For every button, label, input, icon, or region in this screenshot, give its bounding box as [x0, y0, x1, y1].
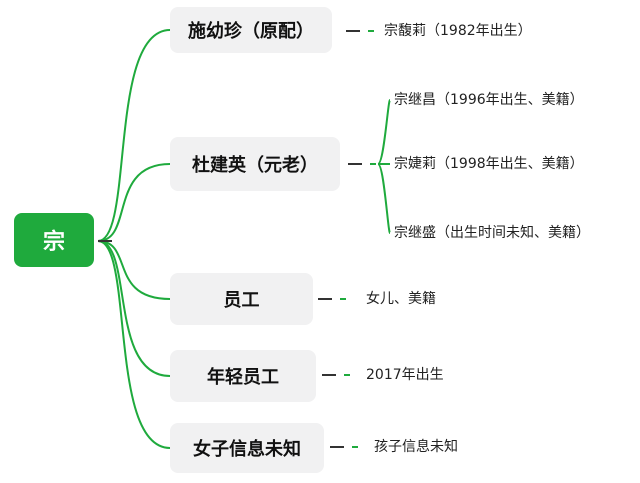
- branch-link-dash: [368, 30, 374, 32]
- root-branch-curve: [97, 240, 171, 377]
- leaf-node[interactable]: 女儿、美籍: [366, 291, 436, 307]
- branch-collapse-icon[interactable]: [348, 163, 362, 165]
- leaf-node[interactable]: 孩子信息未知: [374, 439, 458, 455]
- leaf-node[interactable]: 2017年出生: [366, 367, 444, 383]
- leaf-node[interactable]: 宗婕莉（1998年出生、美籍）: [394, 156, 584, 172]
- branch-link-dash: [352, 446, 358, 448]
- branch-node-shi[interactable]: 施幼珍（原配）: [170, 7, 332, 53]
- branch-node-unknown-woman[interactable]: 女子信息未知: [170, 423, 324, 473]
- branch-collapse-icon[interactable]: [322, 374, 336, 376]
- root-branch-curve: [97, 163, 171, 242]
- leaf-node[interactable]: 宗继昌（1996年出生、美籍）: [394, 92, 584, 108]
- branch-node-du[interactable]: 杜建英（元老）: [170, 137, 340, 191]
- root-collapse-icon[interactable]: [98, 240, 112, 242]
- sub-branch-curve: [377, 99, 391, 165]
- leaf-node[interactable]: 宗馥莉（1982年出生）: [384, 23, 532, 39]
- root-branch-curve: [97, 29, 171, 242]
- branch-collapse-icon[interactable]: [330, 446, 344, 448]
- root-branch-curve: [97, 240, 171, 449]
- branch-link-dash: [344, 374, 350, 376]
- branch-link-dash: [370, 163, 376, 165]
- root-branch-curve: [97, 240, 171, 300]
- root-node[interactable]: 宗: [14, 213, 94, 267]
- branch-collapse-icon[interactable]: [318, 298, 332, 300]
- branch-node-young-employee[interactable]: 年轻员工: [170, 350, 316, 402]
- branch-node-employee[interactable]: 员工: [170, 273, 313, 325]
- branch-link-dash: [340, 298, 346, 300]
- sub-branch-curve: [377, 163, 391, 234]
- branch-collapse-icon[interactable]: [346, 30, 360, 32]
- leaf-node[interactable]: 宗继盛（出生时间未知、美籍）: [394, 225, 590, 241]
